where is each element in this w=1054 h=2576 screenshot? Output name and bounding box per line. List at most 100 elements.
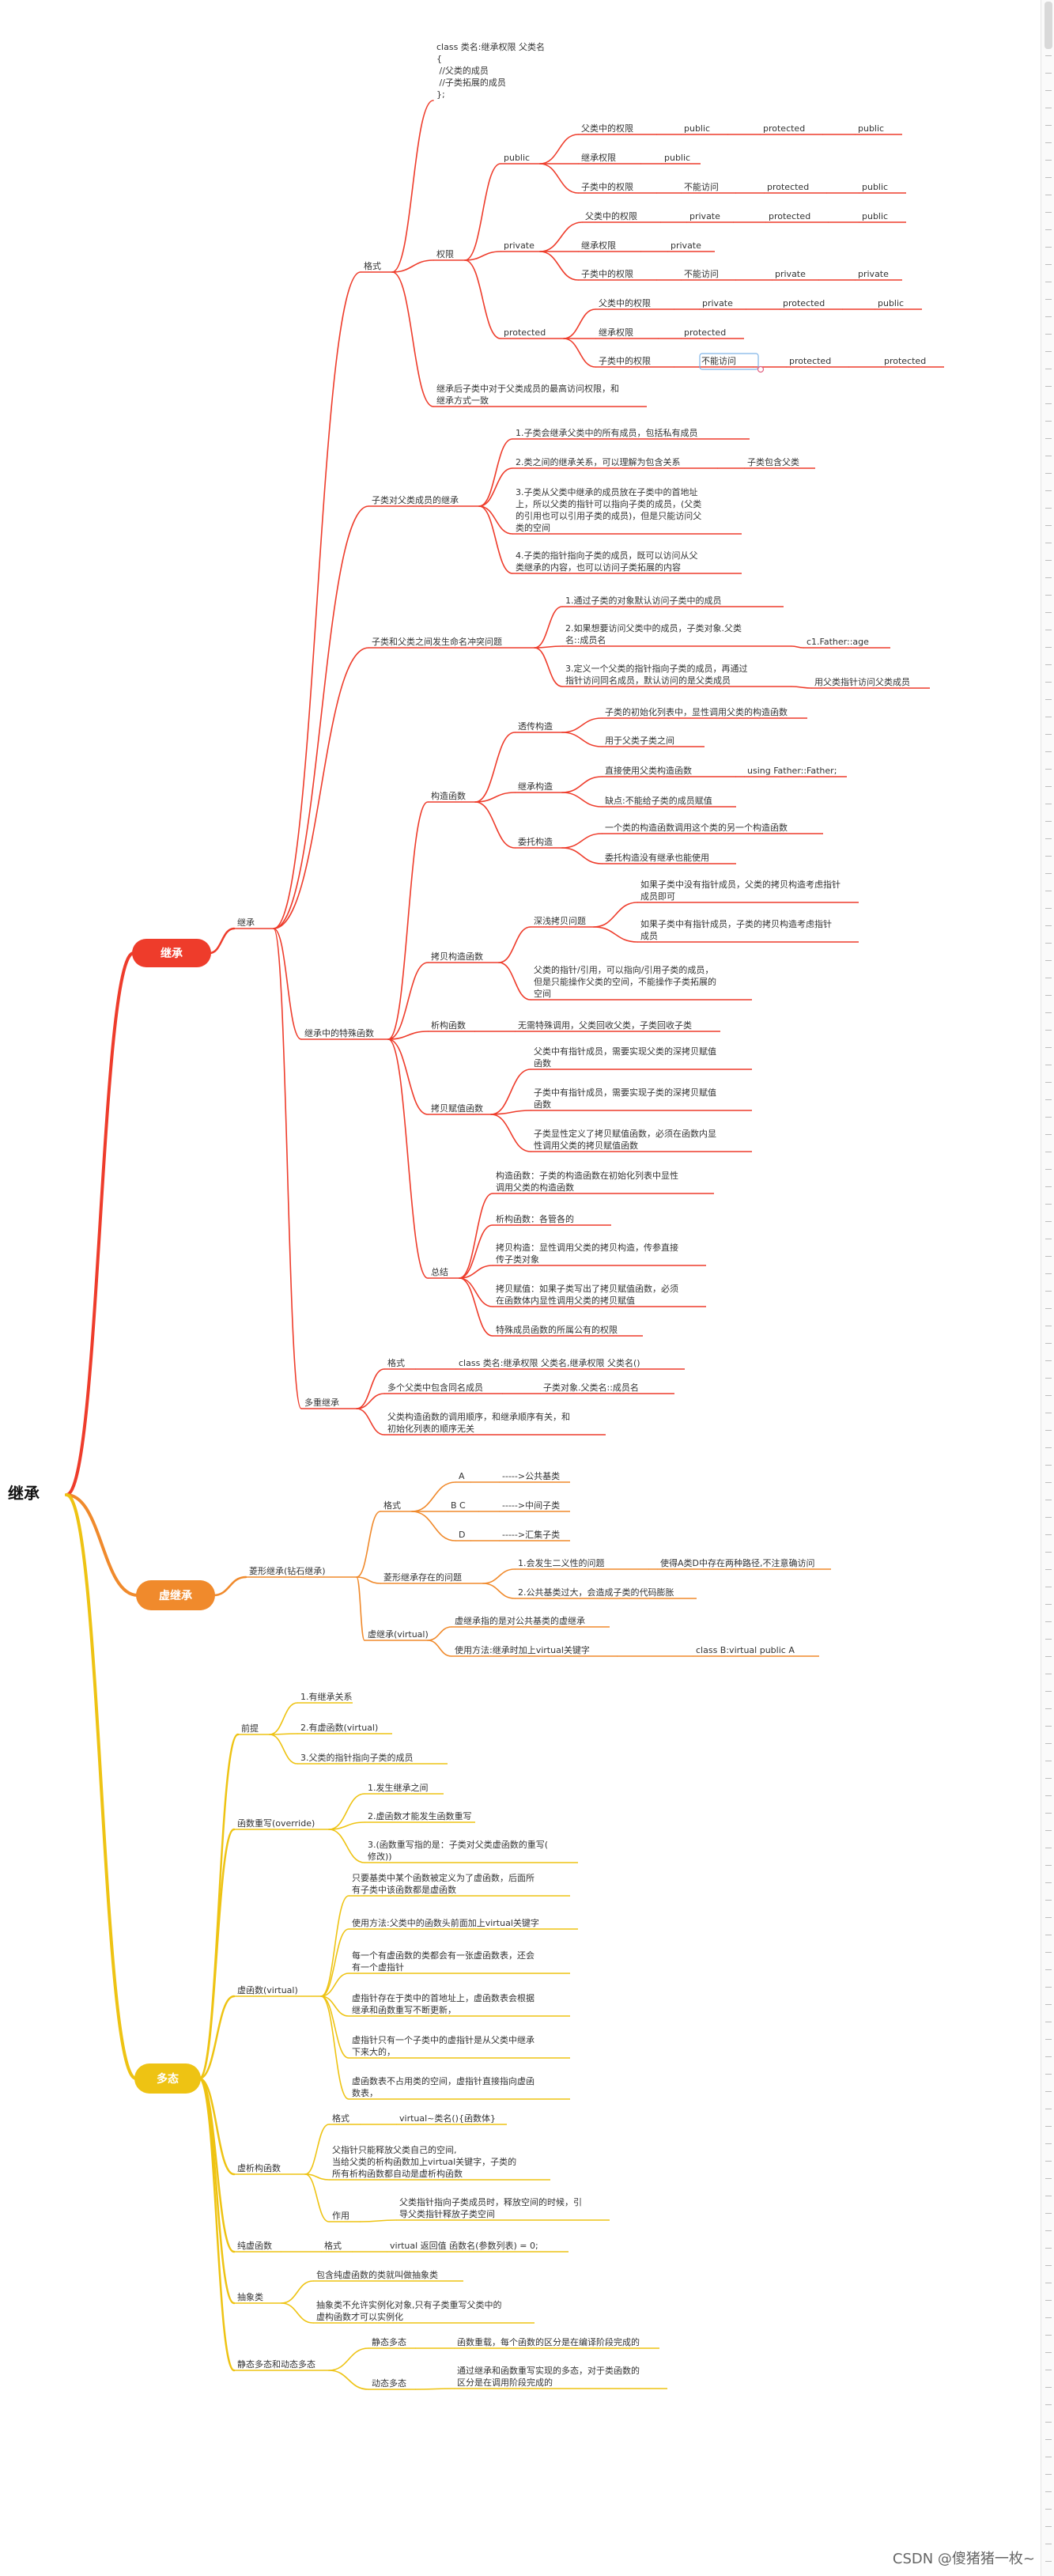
node-n69[interactable]: 无需特殊调用，父类回收父类，子类回收子类	[518, 1019, 692, 1031]
node-n119[interactable]: virtual~类名(){函数体}	[399, 2113, 496, 2124]
node-n25[interactable]: private	[775, 269, 806, 279]
node-n60[interactable]: 委托构造	[518, 836, 553, 847]
node-n7[interactable]: public	[684, 123, 710, 134]
node-n100[interactable]: 使用方法:继承时加上virtual关键字	[455, 1644, 590, 1655]
node-n89[interactable]: ----->公共基类	[502, 1470, 560, 1481]
node-n91[interactable]: ----->中间子类	[502, 1500, 560, 1511]
node-n121[interactable]: 作用	[332, 2211, 349, 2221]
node-n117[interactable]: 虚析构函数	[237, 2162, 281, 2173]
node-n120[interactable]: 父指针只能释放父类自己的空间,当给父类的析构函数加上virtual关键字，子类的…	[332, 2144, 516, 2179]
node-n127[interactable]: 包含纯虚函数的类就叫做抽象类	[316, 2269, 438, 2280]
node-n96[interactable]: 使得A类D中存在两种路径,不注意确访问	[660, 1557, 815, 1568]
node-n118[interactable]: 格式	[332, 2113, 349, 2124]
node-n16[interactable]: private	[504, 240, 535, 251]
node-n17[interactable]: 父类中的权限	[585, 210, 637, 221]
node-n42[interactable]: 子类包含父类	[747, 456, 799, 467]
node-n35[interactable]: 不能访问	[701, 355, 736, 366]
node-n46[interactable]: 1.通过子类的对象默认访问子类中的成员	[565, 595, 722, 606]
node-n75[interactable]: 构造函数：子类的构造函数在初始化列表中显性调用父类的构造函数	[496, 1170, 678, 1193]
node-n40[interactable]: 1.子类会继承父类中的所有成员，包括私有成员	[516, 427, 698, 438]
node-n9[interactable]: public	[858, 123, 884, 134]
node-n64[interactable]: 深浅拷贝问题	[534, 915, 586, 926]
node-n109[interactable]: 3.(函数重写指的是：子类对父类虚函数的重写(修改))	[368, 1839, 548, 1862]
node-n129[interactable]: 静态多态和动态多态	[237, 2358, 315, 2370]
node-n53[interactable]: 透传构造	[518, 721, 553, 732]
node-n43[interactable]: 3.子类从父类中继承的成员放在子类中的首地址上，所以父类的指针可以指向子类的成员…	[516, 486, 701, 533]
node-n36[interactable]: protected	[789, 356, 831, 366]
node-n90[interactable]: B C	[451, 1500, 466, 1511]
node-n94[interactable]: 菱形继承存在的问题	[383, 1572, 462, 1583]
node-n3[interactable]: class 类名:继承权限 父类名{ //父类的成员 //子类拓展的成员};	[436, 41, 545, 100]
node-n31[interactable]: public	[878, 298, 904, 308]
node-n111[interactable]: 只要基类中某个函数被定义为了虚函数，后面所有子类中该函数都是虚函数	[352, 1872, 535, 1895]
node-n79[interactable]: 特殊成员函数的所属公有的权限	[496, 1324, 618, 1335]
node-n41[interactable]: 2.类之间的继承关系，可以理解为包含关系	[516, 456, 681, 467]
node-n77[interactable]: 拷贝构造：显性调用父类的拷贝构造，传参直接传子类对象	[496, 1242, 678, 1265]
node-n114[interactable]: 虚指针存在于类中的首地址上，虚函数表会根据继承和函数重写不断更新，	[352, 1992, 535, 2015]
node-n57[interactable]: 直接使用父类构造函数	[605, 765, 692, 776]
node-n45[interactable]: 子类和父类之间发生命名冲突问题	[372, 636, 502, 647]
node-n2[interactable]: 格式	[364, 260, 381, 271]
node-n39[interactable]: 子类对父类成员的继承	[372, 494, 459, 505]
node-n92[interactable]: D	[459, 1530, 465, 1540]
node-n123[interactable]: 纯虚函数	[237, 2241, 272, 2251]
node-n28[interactable]: 父类中的权限	[599, 297, 651, 308]
node-n18[interactable]: private	[689, 211, 720, 221]
node-n104[interactable]: 2.有虚函数(virtual)	[300, 1722, 378, 1733]
node-n52[interactable]: 构造函数	[431, 790, 466, 801]
node-n68[interactable]: 析构函数	[431, 1019, 466, 1031]
node-n56[interactable]: 继承构造	[518, 781, 553, 792]
node-n84[interactable]: 子类对象.父类名::成员名	[543, 1382, 639, 1393]
node-n26[interactable]: private	[858, 269, 889, 279]
node-n107[interactable]: 1.发生继承之间	[368, 1782, 429, 1793]
vertical-scrollbar[interactable]	[1041, 0, 1054, 2576]
node-n71[interactable]: 父类中有指针成员，需要实现父类的深拷贝赋值函数	[534, 1046, 716, 1069]
node-n54[interactable]: 子类的初始化列表中，显性调用父类的构造函数	[605, 706, 788, 717]
node-n44[interactable]: 4.子类的指针指向子类的成员，既可以访问从父类继承的内容，也可以访问子类拓展的内…	[516, 550, 698, 573]
node-n24[interactable]: 不能访问	[684, 268, 719, 279]
node-n82[interactable]: class 类名:继承权限 父类名,继承权限 父类名()	[459, 1357, 640, 1368]
node-n130[interactable]: 静态多态	[372, 2336, 406, 2347]
node-n8[interactable]: protected	[763, 123, 805, 134]
node-n37[interactable]: protected	[884, 356, 926, 366]
node-n15[interactable]: public	[862, 182, 888, 192]
node-n13[interactable]: 不能访问	[684, 181, 719, 192]
node-n83[interactable]: 多个父类中包含同名成员	[387, 1382, 483, 1393]
node-n47[interactable]: 2.如果想要访问父类中的成员，子类对象.父类名::成员名	[565, 622, 742, 645]
node-n10[interactable]: 继承权限	[581, 153, 616, 163]
node-n20[interactable]: public	[862, 211, 888, 221]
node-n70[interactable]: 拷贝赋值函数	[431, 1103, 483, 1114]
node-n48[interactable]: c1.Father::age	[807, 637, 869, 647]
node-n98[interactable]: 虚继承(virtual)	[368, 1629, 429, 1640]
node-n126[interactable]: 抽象类	[237, 2291, 263, 2302]
node-n55[interactable]: 用于父类子类之间	[605, 735, 674, 746]
connection-handle[interactable]	[757, 365, 765, 373]
node-n105[interactable]: 3.父类的指针指向子类的成员	[300, 1752, 414, 1763]
node-n97[interactable]: 2.公共基类过大，会造成子类的代码膨胀	[518, 1587, 674, 1598]
node-n11[interactable]: public	[664, 153, 690, 163]
node-n133[interactable]: 通过继承和函数重写实现的多态，对于类函数的区分是在调用阶段完成的	[457, 2365, 640, 2388]
scroll-thumb[interactable]	[1045, 2, 1052, 49]
node-n51[interactable]: 继承中的特殊函数	[304, 1027, 374, 1038]
node-n33[interactable]: protected	[684, 327, 726, 338]
node-n78[interactable]: 拷贝赋值：如果子类写出了拷贝赋值函数，必须在函数体内显性调用父类的拷贝赋值	[496, 1283, 678, 1306]
node-n34[interactable]: 子类中的权限	[599, 355, 651, 366]
node-n73[interactable]: 子类显性定义了拷贝赋值函数，必须在函数内显性调用父类的拷贝赋值函数	[534, 1128, 716, 1151]
main-branch-b_poly[interactable]	[134, 2063, 201, 2094]
main-branch-b_vinh[interactable]	[136, 1580, 215, 1610]
node-n38[interactable]: 继承后子类中对于父类成员的最高访问权限，和继承方式一致	[436, 383, 619, 406]
node-n112[interactable]: 使用方法:父类中的函数头前面加上virtual关键字	[352, 1917, 539, 1928]
node-n59[interactable]: 缺点:不能给子类的成员赋值	[605, 795, 712, 806]
node-n113[interactable]: 每一个有虚函数的类都会有一张虚函数表，还会有一个虚指针	[352, 1950, 535, 1973]
node-n30[interactable]: protected	[783, 298, 825, 308]
node-n93[interactable]: ----->汇集子类	[502, 1529, 560, 1540]
node-n128[interactable]: 抽象类不允许实例化对象,只有子类重写父类中的虚构函数才可以实例化	[316, 2299, 502, 2322]
main-branch-b_inh[interactable]	[132, 939, 211, 967]
node-n72[interactable]: 子类中有指针成员，需要实现子类的深拷贝赋值函数	[534, 1087, 716, 1110]
node-n23[interactable]: 子类中的权限	[581, 268, 633, 279]
node-n76[interactable]: 析构函数：各管各的	[496, 1213, 574, 1224]
node-n99[interactable]: 虚继承指的是对公共基类的虚继承	[455, 1615, 585, 1626]
node-n102[interactable]: 前提	[241, 1723, 259, 1734]
node-n116[interactable]: 虚函数表不占用类的空间，虚指针直接指向虚函数表，	[352, 2075, 535, 2098]
node-n32[interactable]: 继承权限	[599, 327, 633, 338]
